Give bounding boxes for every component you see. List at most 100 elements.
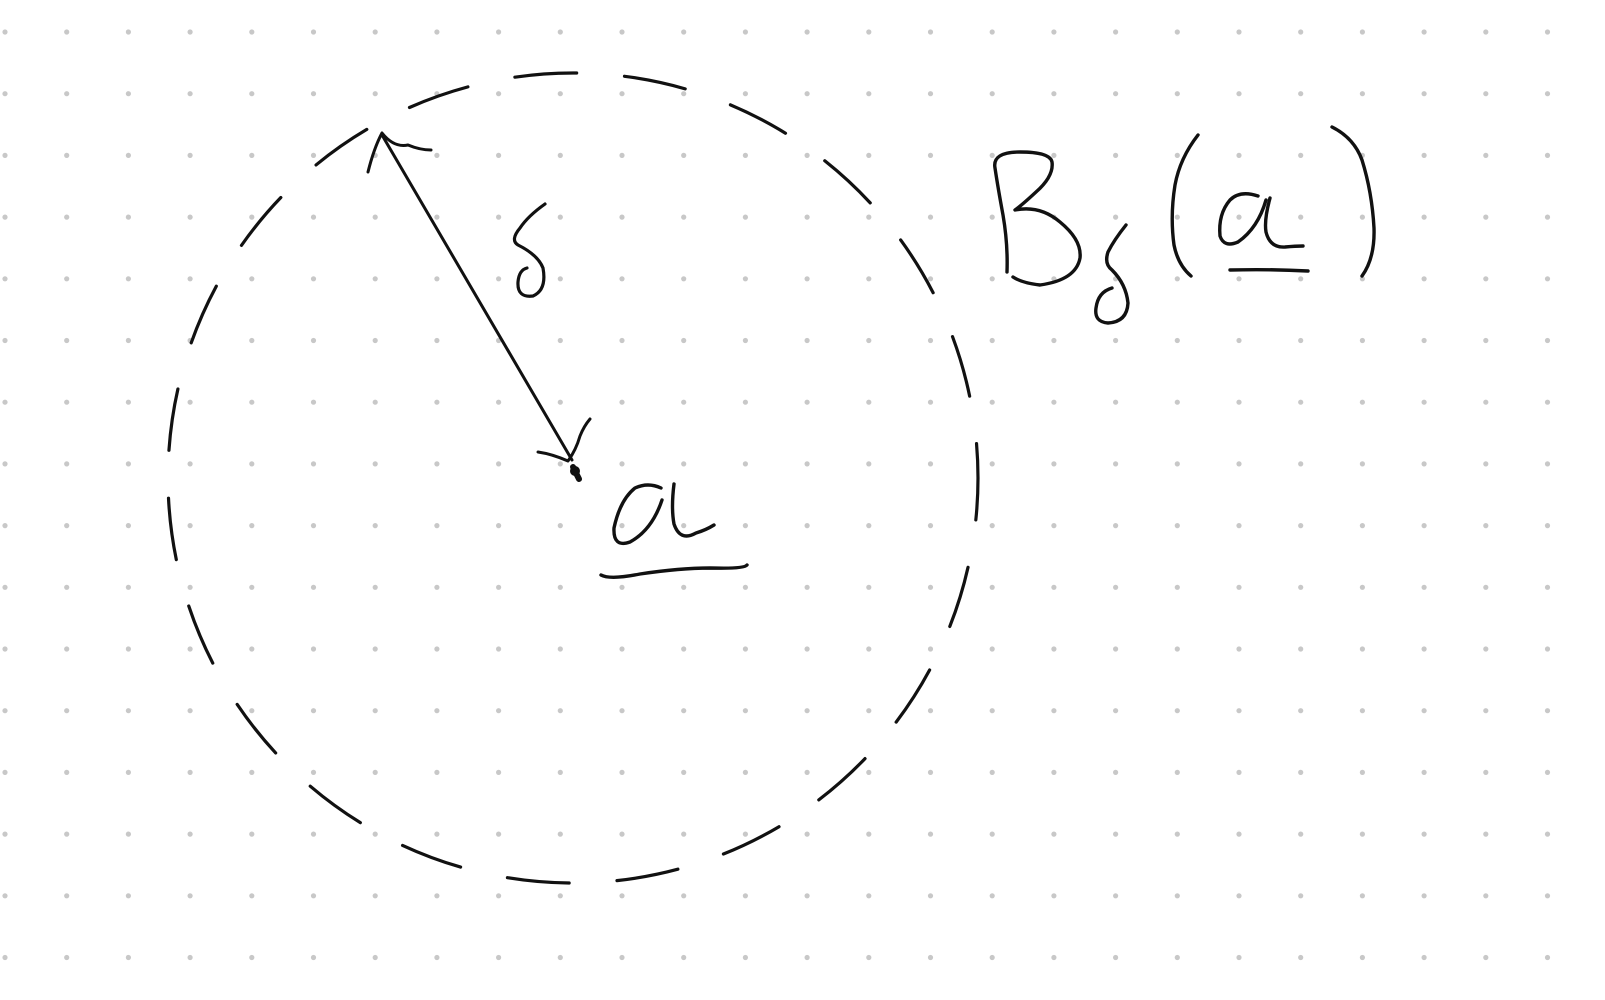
grid-dot (1359, 461, 1365, 467)
grid-dot (1544, 461, 1551, 467)
grid-dot (742, 399, 749, 405)
arrowhead-top (366, 131, 433, 174)
grid-dot (1298, 893, 1304, 899)
center-vector-underline (599, 563, 749, 579)
grid-dot (804, 831, 810, 837)
grid-dot (927, 708, 934, 714)
grid-dot (1051, 399, 1057, 405)
grid-dot (310, 399, 317, 405)
grid-dot (804, 954, 810, 961)
grid-dot (681, 29, 687, 35)
grid-dot (434, 584, 440, 590)
grid-dot (125, 461, 131, 467)
grid-dot (1113, 584, 1119, 590)
grid-dot (64, 831, 70, 837)
grid-dot (681, 337, 687, 344)
grid-dot (125, 831, 131, 837)
grid-dot (372, 831, 378, 837)
grid-dot (1421, 769, 1427, 776)
grid-dot (927, 769, 934, 776)
grid-dot (1421, 584, 1427, 590)
grid-dot (496, 893, 502, 899)
grid-dot (496, 831, 502, 837)
grid-dot (804, 152, 810, 158)
grid-dot (125, 399, 131, 405)
grid-dot (1483, 769, 1489, 776)
grid-dot (742, 461, 749, 467)
grid-dot (1359, 29, 1365, 35)
grid-dot (310, 337, 317, 344)
grid-dot (1359, 646, 1365, 652)
grid-dot (372, 769, 378, 776)
grid-dot (866, 91, 872, 97)
grid-dot (1051, 769, 1057, 776)
grid-dot (804, 276, 810, 282)
grid-dot (125, 584, 131, 590)
grid-dot (434, 893, 440, 899)
grid-dot (1483, 584, 1489, 590)
grid-dot (619, 337, 625, 344)
grid-dot (927, 276, 934, 282)
grid-dot (1421, 893, 1427, 899)
grid-dot (310, 276, 317, 282)
grid-dot (1298, 399, 1304, 405)
ball-letter-B (993, 150, 1082, 287)
grid-dot (310, 831, 317, 837)
grid-dot (249, 769, 255, 776)
grid-dot (310, 769, 317, 776)
grid-dot (2, 214, 8, 220)
grid-dot (681, 461, 687, 467)
grid-dot (989, 954, 995, 961)
grid-dot (681, 893, 687, 899)
center-point (570, 464, 582, 482)
grid-dot (249, 831, 255, 837)
grid-dot (619, 831, 625, 837)
grid-dot (125, 769, 131, 776)
grid-dot (496, 769, 502, 776)
grid-dot (681, 276, 687, 282)
grid-dot (125, 893, 131, 899)
grid-dot (64, 399, 70, 405)
grid-dot (64, 337, 70, 344)
grid-dot (681, 584, 687, 590)
grid-dot (557, 152, 563, 158)
grid-dot (310, 523, 317, 529)
grid-dot (866, 399, 872, 405)
grid-dot (1236, 646, 1242, 652)
grid-dot (1359, 399, 1365, 405)
grid-dot (1483, 399, 1489, 405)
grid-dot (187, 461, 193, 467)
grid-dot (1113, 954, 1119, 961)
grid-dot (249, 646, 255, 652)
grid-dot (1051, 91, 1057, 97)
grid-dot (187, 769, 193, 776)
grid-dot (619, 276, 625, 282)
grid-dot (187, 831, 193, 837)
grid-dot (557, 214, 563, 220)
radius-arrow (366, 131, 592, 463)
grid-dot (434, 29, 440, 35)
grid-dot (681, 831, 687, 837)
grid-dot (1421, 214, 1427, 220)
grid-dot (64, 214, 70, 220)
grid-dot (187, 152, 193, 158)
grid-dot (187, 523, 193, 529)
grid-dot (372, 584, 378, 590)
grid-dot (1113, 29, 1119, 35)
grid-dot (1051, 337, 1057, 344)
grid-dot (64, 152, 70, 158)
center-vector-a-glyph (599, 482, 749, 579)
grid-dot (310, 29, 317, 35)
grid-dot (989, 893, 995, 899)
grid-dot (1113, 769, 1119, 776)
grid-dot (866, 152, 872, 158)
grid-dot (1544, 708, 1551, 714)
grid-dot (927, 893, 934, 899)
grid-dot (866, 337, 872, 344)
grid-dot (1544, 152, 1551, 158)
grid-dot (1483, 461, 1489, 467)
grid-dot (1483, 646, 1489, 652)
grid-dot (742, 152, 749, 158)
grid-dot (1544, 29, 1551, 35)
ball-argument-underline (1228, 267, 1310, 273)
